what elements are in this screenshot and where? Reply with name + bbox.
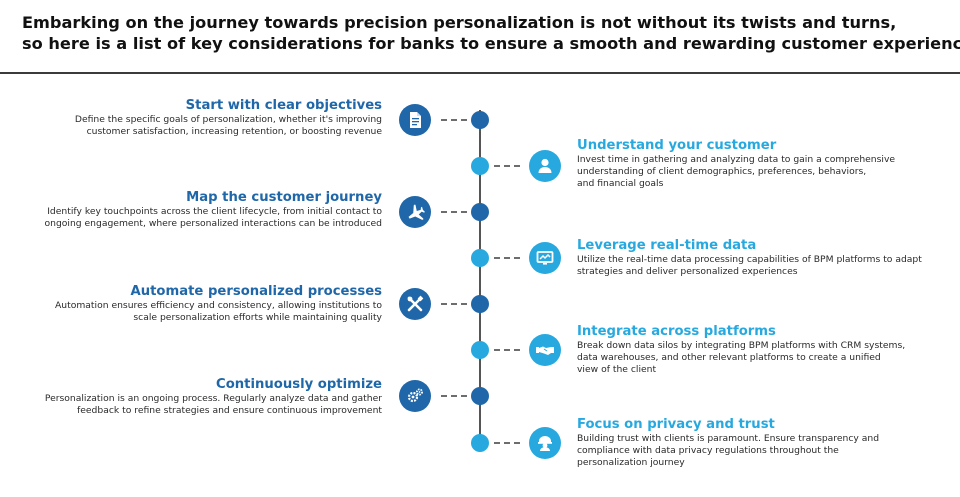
privacy-user-icon <box>529 427 561 459</box>
timeline-dot-3 <box>471 203 489 221</box>
handshake-icon <box>529 334 561 366</box>
page-title: Embarking on the journey towards precisi… <box>22 12 960 54</box>
timeline-connector-2 <box>494 165 520 167</box>
title-divider <box>0 72 960 74</box>
step-description: Invest time in gathering and analyzing d… <box>577 154 896 189</box>
step-continuously-optimize: Continuously optimize Personalization is… <box>45 377 382 417</box>
title-line-1: Embarking on the journey towards precisi… <box>22 13 897 32</box>
timeline-dot-7 <box>471 387 489 405</box>
step-heading: Focus on privacy and trust <box>577 417 775 432</box>
timeline-connector-6 <box>494 349 520 351</box>
timeline-connector-7 <box>441 395 467 397</box>
step-automate-personalized-processes: Automate personalized processes Automati… <box>55 284 382 324</box>
timeline-dot-5 <box>471 295 489 313</box>
step-heading: Continuously optimize <box>216 377 382 392</box>
step-heading: Leverage real-time data <box>577 238 757 253</box>
airplane-icon <box>399 196 431 228</box>
monitor-icon <box>529 242 561 274</box>
step-heading: Map the customer journey <box>186 190 382 205</box>
user-icon <box>529 150 561 182</box>
step-integrate-across-platforms: Integrate across platforms Break down da… <box>577 324 905 376</box>
step-description: Automation ensures efficiency and consis… <box>55 300 382 323</box>
timeline-connector-8 <box>494 442 520 444</box>
step-description: Utilize the real-time data processing ca… <box>577 254 922 277</box>
timeline-dot-8 <box>471 434 489 452</box>
title-line-2: so here is a list of key considerations … <box>22 34 960 53</box>
step-leverage-real-time-data: Leverage real-time data Utilize the real… <box>577 238 922 278</box>
timeline-dot-2 <box>471 157 489 175</box>
timeline-connector-4 <box>494 257 520 259</box>
step-description: Break down data silos by integrating BPM… <box>577 340 906 375</box>
gears-icon <box>399 380 431 412</box>
step-heading: Automate personalized processes <box>130 284 382 299</box>
timeline-connector-1 <box>441 119 467 121</box>
document-icon <box>399 104 431 136</box>
step-heading: Integrate across platforms <box>577 324 776 339</box>
timeline-connector-3 <box>441 211 467 213</box>
step-understand-your-customer: Understand your customer Invest time in … <box>577 138 895 190</box>
timeline-dot-4 <box>471 249 489 267</box>
step-description: Identify key touchpoints across the clie… <box>44 206 383 229</box>
step-description: Personalization is an ongoing process. R… <box>44 393 382 416</box>
timeline-axis <box>479 110 481 450</box>
timeline-dot-6 <box>471 341 489 359</box>
step-description: Building trust with clients is paramount… <box>577 433 880 468</box>
step-description: Define the specific goals of personaliza… <box>74 114 382 137</box>
timeline-dot-1 <box>471 111 489 129</box>
timeline-connector-5 <box>441 303 467 305</box>
tools-icon <box>399 288 431 320</box>
step-heading: Understand your customer <box>577 138 777 153</box>
step-start-with-clear-objectives: Start with clear objectives Define the s… <box>75 98 382 138</box>
step-map-the-customer-journey: Map the customer journey Identify key to… <box>45 190 383 230</box>
step-focus-on-privacy-and-trust: Focus on privacy and trust Building trus… <box>577 417 879 469</box>
step-heading: Start with clear objectives <box>185 98 382 113</box>
